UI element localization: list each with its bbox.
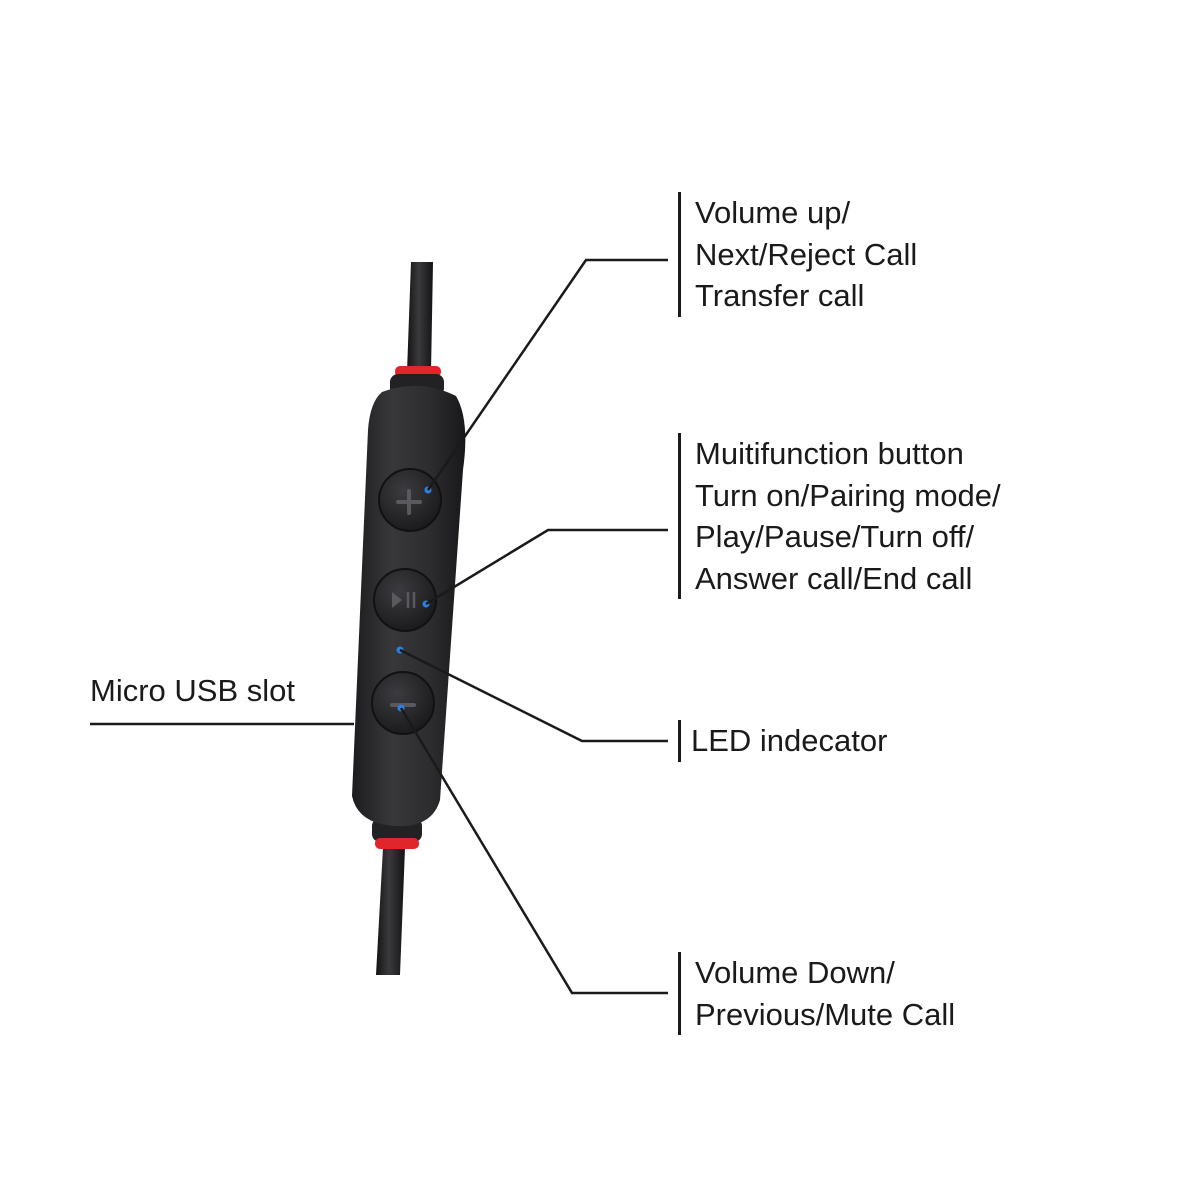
- multifunction-button[interactable]: [373, 568, 437, 632]
- callout-line: Answer call/End call: [695, 560, 973, 596]
- bottom-cable: [376, 848, 405, 975]
- callout-line: Next/Reject Call: [695, 236, 918, 272]
- volume-up-callout: Volume up/ Next/Reject Call Transfer cal…: [678, 192, 917, 317]
- bottom-red-ring: [375, 838, 419, 849]
- volume-up-button[interactable]: [378, 468, 442, 532]
- callout-line: Muitifunction button: [695, 436, 964, 471]
- callout-line: Turn on/Pairing mode/: [695, 477, 1001, 513]
- callout-line: Transfer call: [695, 278, 865, 313]
- multifunction-callout: Muitifunction button Turn on/Pairing mod…: [678, 433, 1001, 599]
- plus-icon: [396, 489, 422, 515]
- callout-line: Volume up/: [695, 195, 851, 230]
- usb-label: Micro USB slot: [90, 673, 295, 708]
- callout-line: Volume Down/: [695, 955, 895, 990]
- volume-down-callout: Volume Down/ Previous/Mute Call: [678, 952, 955, 1035]
- volume-down-leader-line: [399, 707, 668, 995]
- led-leader-line: [399, 648, 668, 743]
- top-cable: [407, 262, 433, 372]
- volume-down-button[interactable]: [371, 671, 435, 735]
- callout-line: Play/Pause/Turn off/: [695, 519, 975, 554]
- led-callout: LED indecator: [678, 720, 887, 762]
- volume-up-leader-line: [426, 258, 668, 491]
- play-pause-icon: [392, 592, 402, 608]
- callout-line: Previous/Mute Call: [695, 996, 956, 1032]
- callout-line: LED indecator: [691, 723, 888, 758]
- multifunction-leader-line: [425, 528, 668, 606]
